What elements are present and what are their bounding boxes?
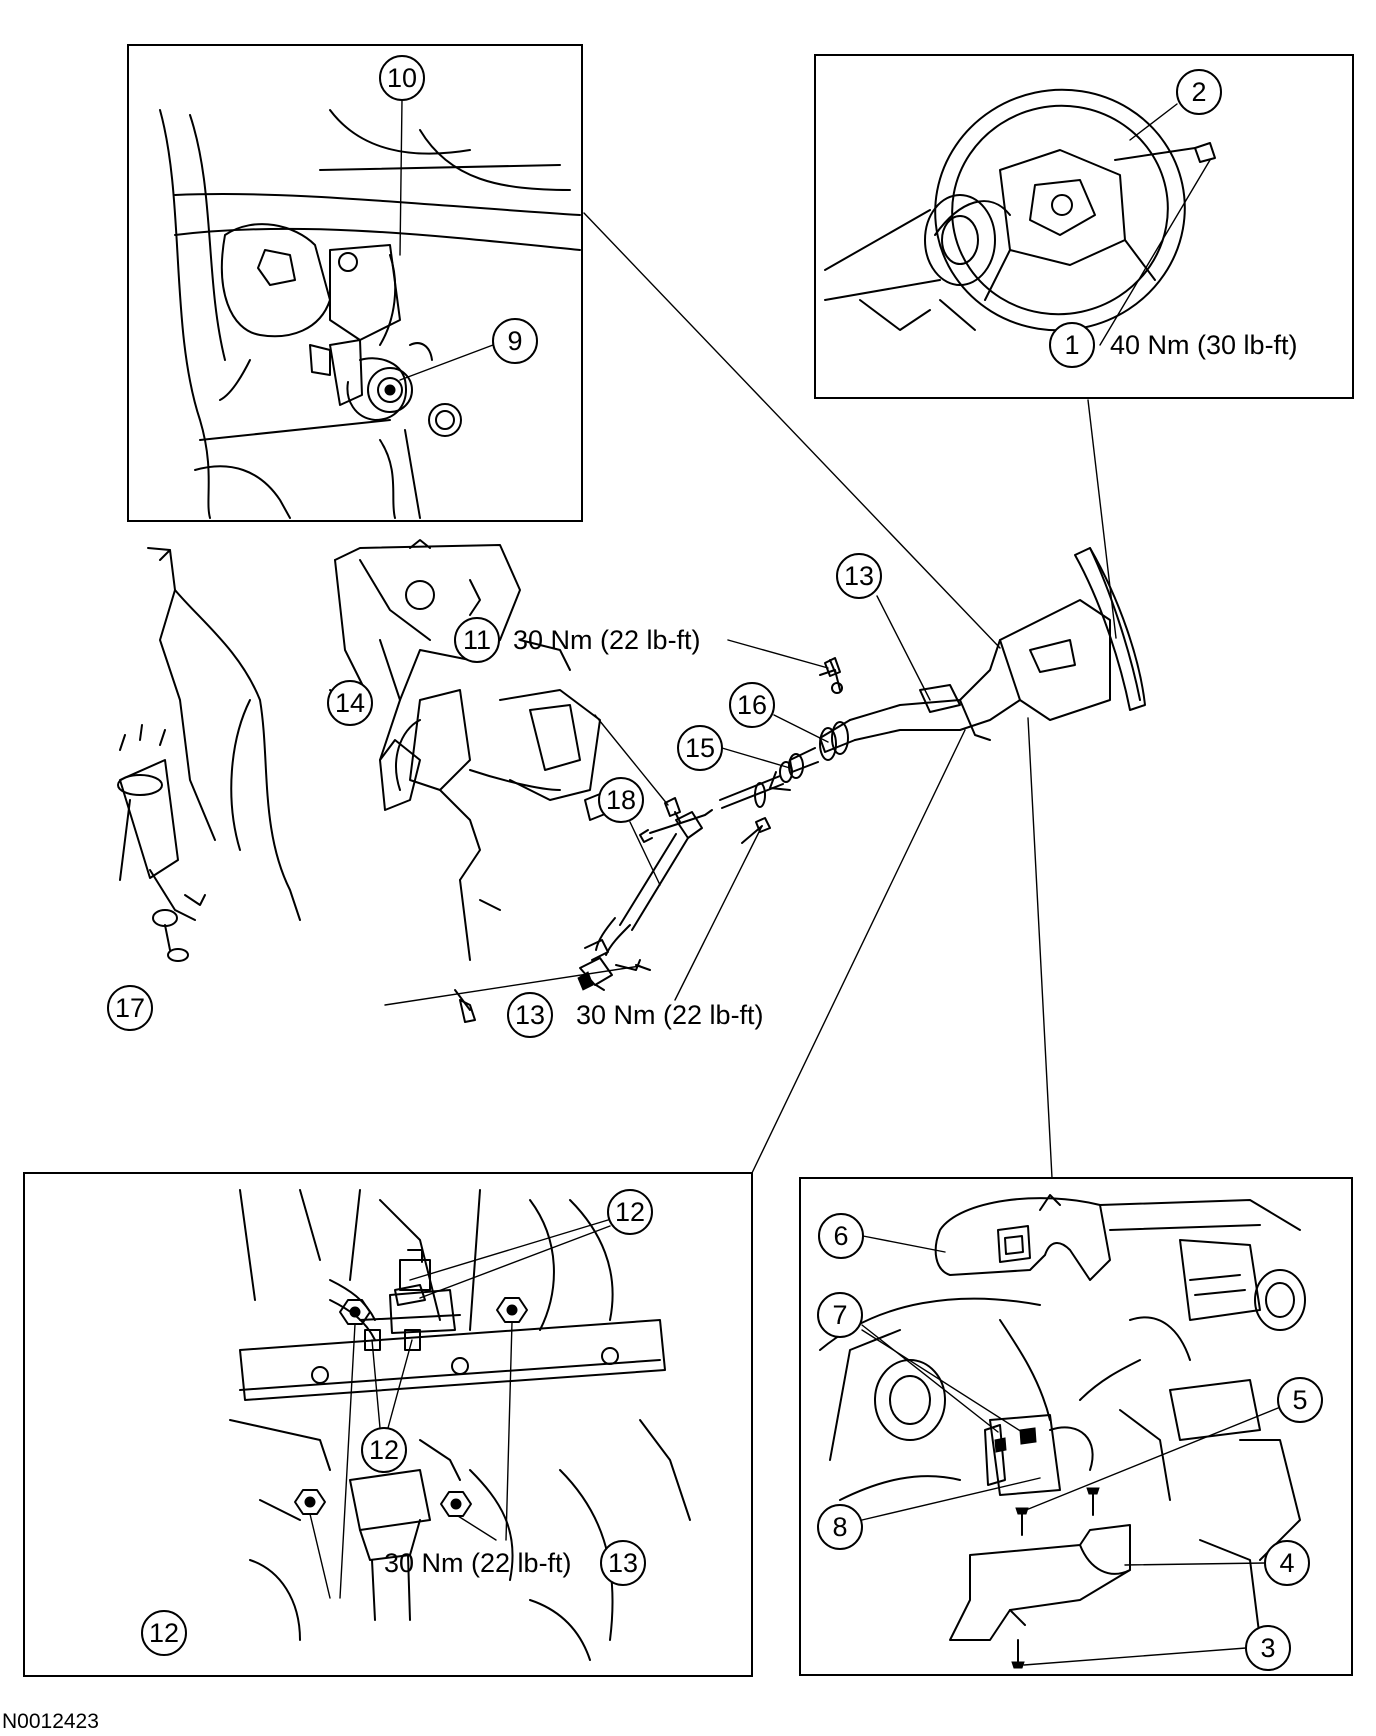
callout-number: 12	[149, 1618, 179, 1648]
callout-6: 6	[818, 1213, 946, 1259]
callout-number: 6	[833, 1221, 848, 1251]
callout-13-left: 12	[141, 1323, 356, 1656]
callout-16: 14	[327, 680, 669, 806]
pedal-bracket-illustration	[329, 539, 616, 1023]
callout-number: 13	[515, 1000, 545, 1030]
callout-number: 9	[507, 326, 522, 356]
callout-number: 14	[335, 688, 365, 718]
callout-number: 17	[115, 993, 145, 1023]
callout-number: 11	[463, 625, 491, 655]
detail-panel-top-right: 2 1 40 Nm (30 lb-ft)	[814, 54, 1354, 399]
callout-number: 12	[369, 1435, 399, 1465]
brake-booster-area-illustration	[117, 547, 301, 962]
callout-number: 5	[1292, 1385, 1307, 1415]
callout-7: 7	[817, 1292, 1023, 1433]
callout-1: 1 40 Nm (30 lb-ft)	[1049, 159, 1298, 368]
column-lower-bracket-illustration	[159, 109, 581, 519]
callout-number: 1	[1064, 330, 1079, 360]
callout-13-right: 13 30 Nm (22 lb-ft)	[384, 1321, 646, 1586]
callout-9: 9	[399, 318, 538, 381]
torque-spec: 30 Nm (22 lb-ft)	[576, 1000, 764, 1030]
torque-spec: 30 Nm (22 lb-ft)	[513, 625, 701, 655]
callout-number: 8	[832, 1512, 847, 1542]
callout-19: 17	[107, 965, 641, 1031]
callout-3: 3	[1023, 1625, 1291, 1671]
torque-spec: 40 Nm (30 lb-ft)	[1110, 330, 1298, 360]
callout-number: 10	[387, 63, 417, 93]
steering-column-illustration	[577, 547, 1146, 991]
callout-18: 16	[729, 682, 829, 743]
callout-4: 4	[1124, 1540, 1310, 1586]
steering-wheel-illustration	[824, 88, 1216, 332]
callout-number: 3	[1260, 1633, 1275, 1663]
callout-14: 13	[836, 553, 931, 701]
callout-number: 2	[1191, 77, 1206, 107]
callout-number: 18	[606, 785, 636, 815]
detail-panel-bottom-left: 12 12 13 30 Nm (22 lb-ft) 12	[23, 1172, 753, 1677]
callout-5: 5	[1025, 1377, 1323, 1511]
detail-panel-bottom-right: 6 7 5 8 4 3	[799, 1177, 1353, 1676]
figure-id: N0012423	[2, 1710, 99, 1733]
callout-12-middle: 12	[361, 1339, 413, 1473]
torque-spec: 30 Nm (22 lb-ft)	[384, 1548, 572, 1578]
callout-number: 16	[737, 690, 767, 720]
callout-number: 13	[844, 561, 874, 591]
callout-number: 7	[832, 1300, 847, 1330]
callout-17: 15	[677, 725, 791, 771]
callout-number: 4	[1279, 1548, 1294, 1578]
callout-20: 18	[598, 777, 661, 886]
callout-15: 13 30 Nm (22 lb-ft)	[507, 825, 764, 1038]
panel-leader-lines	[583, 212, 1117, 1179]
callout-10: 10	[379, 55, 425, 256]
callout-8: 8	[817, 1477, 1041, 1550]
callout-12-top: 12	[409, 1189, 653, 1299]
callout-11: 11 30 Nm (22 lb-ft)	[454, 617, 829, 669]
callout-number: 15	[685, 733, 715, 763]
callout-number: 13	[608, 1548, 638, 1578]
callout-number: 12	[615, 1197, 645, 1227]
detail-panel-top-left: 10 9	[127, 44, 583, 522]
callout-2: 2	[1129, 69, 1222, 141]
